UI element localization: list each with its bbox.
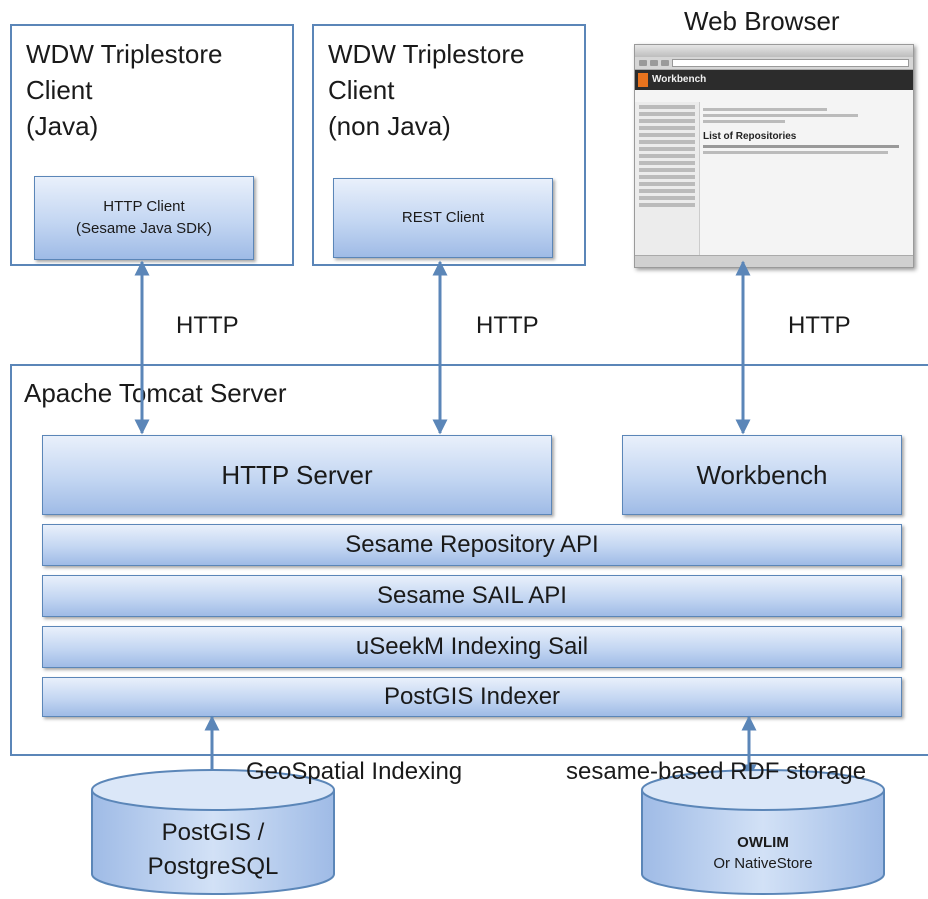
java-client-box: WDW Triplestore Client (Java) HTTP Clien… xyxy=(10,24,294,266)
postgis-indexer-layer: PostGIS Indexer xyxy=(42,677,902,717)
workbench-header: Workbench xyxy=(635,70,913,90)
sesame-repository-api-layer: Sesame Repository API xyxy=(42,524,902,566)
http-server-label: HTTP Server xyxy=(221,459,373,490)
sesame-sail-api-layer: Sesame SAIL API xyxy=(42,575,902,617)
workbench-logo-icon xyxy=(638,73,648,87)
http-label-java: HTTP xyxy=(176,312,239,339)
browser-titlebar xyxy=(635,45,913,57)
useekm-indexing-sail-label: uSeekM Indexing Sail xyxy=(355,633,589,660)
workbench-brand: Workbench xyxy=(652,74,707,85)
owlim-subtitle: Or NativeStore xyxy=(713,855,813,872)
workbench-box: Workbench xyxy=(622,435,902,515)
rdf-storage-caption: sesame-based RDF storage xyxy=(566,758,867,785)
postgis-database-icon xyxy=(91,769,335,895)
sesame-repository-api-label: Sesame Repository API xyxy=(345,531,599,558)
browser-toolbar xyxy=(635,57,913,70)
postgis-label: PostGIS / PostgreSQL xyxy=(147,819,279,880)
http-client-box: HTTP Client (Sesame Java SDK) xyxy=(34,176,254,260)
non-java-client-title: WDW Triplestore Client (non Java) xyxy=(328,39,525,141)
browser-main: List of Repositories xyxy=(703,105,909,255)
browser-sidebar xyxy=(635,102,700,255)
browser-screenshot: Workbench List of Repositories xyxy=(634,44,914,268)
rest-client-box: REST Client xyxy=(333,178,553,258)
sesame-sail-api-label: Sesame SAIL API xyxy=(377,582,567,609)
http-label-rest: HTTP xyxy=(476,312,539,339)
postgis-indexer-label: PostGIS Indexer xyxy=(383,683,561,710)
browser-statusbar xyxy=(635,255,913,267)
useekm-indexing-sail-layer: uSeekM Indexing Sail xyxy=(42,626,902,668)
geospatial-indexing-caption: GeoSpatial Indexing xyxy=(246,758,463,785)
browser-heading: List of Repositories xyxy=(703,131,797,142)
workbench-label: Workbench xyxy=(696,459,828,490)
http-label-browser: HTTP xyxy=(788,312,851,339)
http-client-label: HTTP Client (Sesame Java SDK) xyxy=(76,198,212,237)
owlim-title: OWLIM xyxy=(737,834,789,851)
non-java-client-box: WDW Triplestore Client (non Java) REST C… xyxy=(312,24,586,266)
tomcat-server-title: Apache Tomcat Server xyxy=(24,378,287,408)
http-server-box: HTTP Server xyxy=(42,435,552,515)
web-browser-title: Web Browser xyxy=(684,6,840,36)
java-client-title: WDW Triplestore Client (Java) xyxy=(26,39,223,141)
rest-client-label: REST Client xyxy=(401,209,485,226)
owlim-database-icon xyxy=(641,769,885,895)
